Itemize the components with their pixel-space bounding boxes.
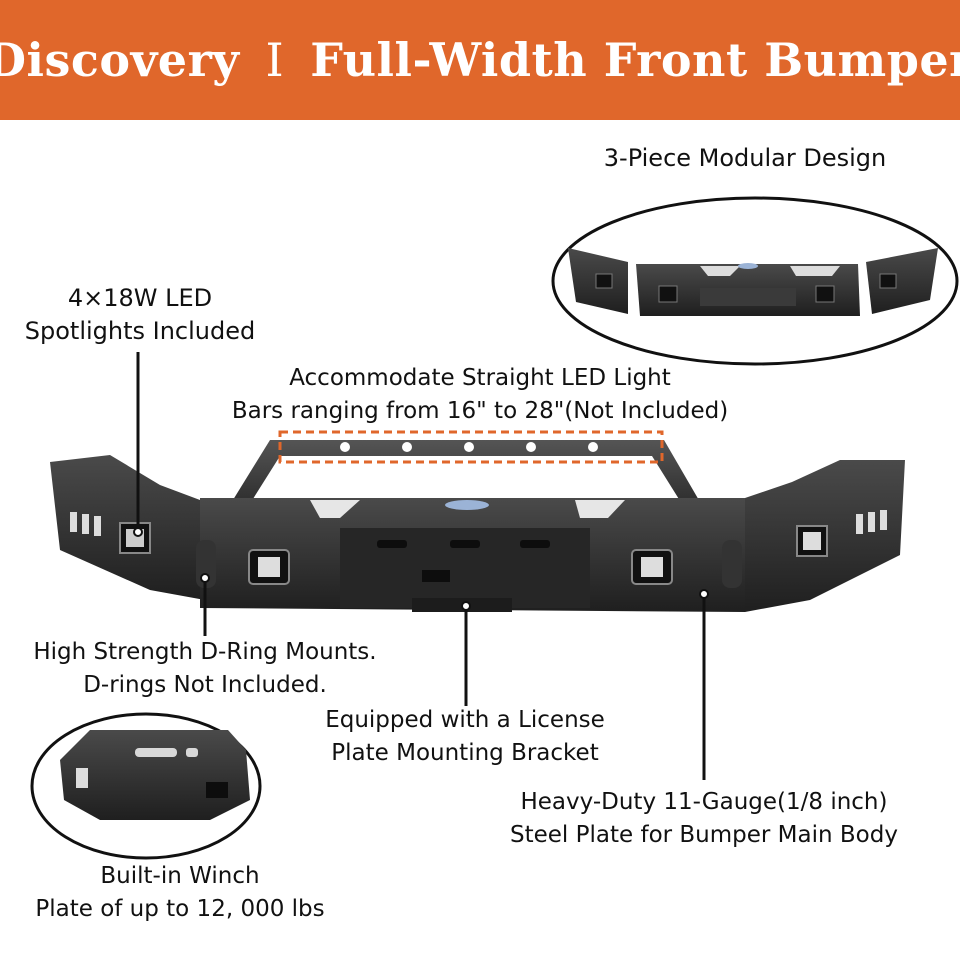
callout-license-bracket: Equipped with a License Plate Mounting B…	[300, 704, 630, 770]
callout-spotlights-line1: 4×18W LED	[67, 284, 213, 312]
callout-d-ring-line1: High Strength D-Ring Mounts.	[33, 639, 377, 665]
brand-name: Discovery	[0, 33, 240, 87]
callout-led-bar-line2: Bars ranging from 16" to 28"(Not Include…	[231, 398, 729, 424]
callout-modular-design: 3-Piece Modular Design	[560, 142, 930, 175]
callout-winch-plate: Built-in Winch Plate of up to 12, 000 lb…	[10, 860, 350, 926]
banner-title: Discovery I Full-Width Front Bumper	[0, 33, 960, 87]
led-bar-frame	[278, 430, 664, 464]
callout-license-line1: Equipped with a License	[325, 707, 605, 733]
callout-led-light-bar: Accommodate Straight LED Light Bars rang…	[190, 362, 770, 428]
title-banner: Discovery I Full-Width Front Bumper	[0, 0, 960, 120]
callout-steel-line2: Steel Plate for Bumper Main Body	[510, 822, 898, 848]
bumper-main	[50, 440, 905, 612]
winch-plate-inset	[30, 712, 262, 860]
callout-led-spotlights: 4×18W LED Spotlights Included	[10, 282, 270, 348]
callout-winch-line1: Built-in Winch	[100, 863, 260, 889]
leader-lines	[133, 352, 709, 780]
callout-steel-line1: Heavy-Duty 11-Gauge(1/8 inch)	[520, 789, 888, 815]
banner-separator: I	[265, 33, 285, 87]
callout-modular-line1: 3-Piece Modular Design	[603, 144, 887, 172]
callout-license-line2: Plate Mounting Bracket	[331, 740, 599, 766]
product-name: Full-Width Front Bumper	[310, 33, 960, 87]
callout-led-bar-line1: Accommodate Straight LED Light	[289, 365, 671, 391]
modular-inset	[551, 196, 959, 366]
callout-winch-line2: Plate of up to 12, 000 lbs	[35, 896, 325, 922]
callout-spotlights-line2: Spotlights Included	[24, 317, 256, 345]
callout-d-ring-line2: D-rings Not Included.	[83, 672, 327, 698]
callout-d-ring-mounts: High Strength D-Ring Mounts. D-rings Not…	[10, 636, 400, 702]
callout-steel-plate: Heavy-Duty 11-Gauge(1/8 inch) Steel Plat…	[480, 786, 928, 852]
